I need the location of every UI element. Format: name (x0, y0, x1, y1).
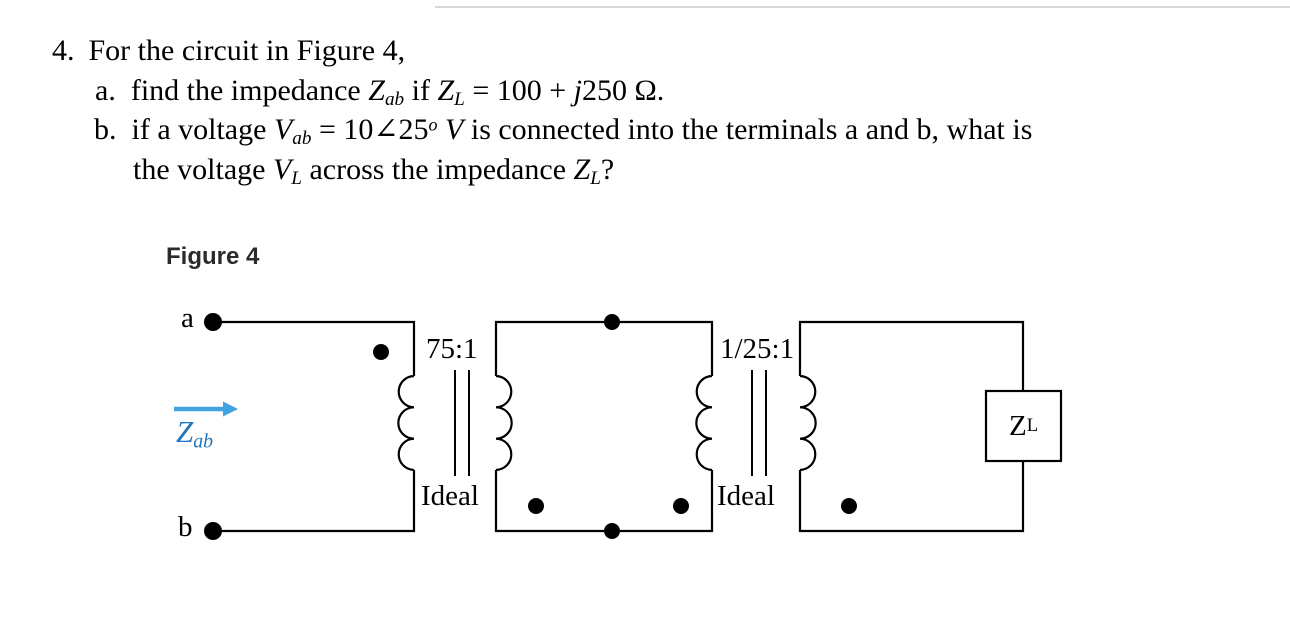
math-sub: L (590, 168, 601, 190)
seg: = 10∠25 (311, 113, 429, 146)
wire-right-bottom (798, 461, 1025, 533)
math-sub: L (454, 89, 465, 111)
t1-ratio-label: 75:1 (426, 333, 478, 365)
zab-direction-arrow (174, 401, 238, 417)
problem-part-b: b. if a voltage Vab = 10∠25o V is connect… (94, 112, 1032, 150)
polarity-dot-t1-primary (373, 344, 389, 360)
seg: find the impedance (130, 74, 369, 107)
math-var-zab: Z (368, 74, 385, 107)
t2-secondary-coil (799, 374, 817, 472)
t2-ratio-label: 1/25:1 (720, 333, 795, 365)
seg: if a voltage (131, 113, 274, 146)
seg: = 100 + (464, 74, 574, 107)
seg: 250 Ω. (582, 74, 665, 107)
polarity-dots (373, 314, 857, 539)
polarity-dot-t2-secondary (841, 498, 857, 514)
polarity-dot-t1-secondary (528, 498, 544, 514)
math-unit-volts: V (445, 113, 464, 146)
circuit-wires (213, 320, 1025, 533)
part-b-label: b. (94, 113, 117, 146)
wire-input-top (213, 320, 416, 376)
math-sub: ab (384, 89, 405, 111)
transformer-1 (397, 370, 513, 476)
seg: across the impedance (301, 153, 574, 186)
terminal-a-label: a (181, 302, 194, 334)
problem-line-intro: 4. For the circuit in Figure 4, (52, 33, 405, 69)
terminal-a-dot (204, 313, 222, 331)
zl-sub: L (1026, 415, 1039, 436)
degree-superscript: o (428, 114, 438, 135)
wire-input-bottom (213, 470, 416, 533)
terminal-b-dot (204, 522, 222, 540)
t2-ideal-label: Ideal (717, 480, 775, 512)
zab-impedance-label: Zab (176, 414, 214, 453)
problem-part-a: a.find the impedance Zab if ZL = 100 + j… (95, 73, 664, 111)
zab-sub: ab (193, 430, 214, 453)
problem-part-b-line2: the voltage VL across the impedance ZL? (133, 152, 614, 190)
math-var-j: j (573, 74, 582, 107)
polarity-dot-t2-primary (673, 498, 689, 514)
problem-number: 4. (52, 34, 75, 67)
part-a-label: a. (95, 74, 116, 107)
t1-ideal-label: Ideal (421, 480, 479, 512)
node-dot-middle-top (604, 314, 620, 330)
seg: the voltage (133, 153, 273, 186)
t1-primary-coil (397, 374, 415, 472)
wire-right-top (798, 320, 1025, 391)
seg: if (404, 74, 438, 107)
figure-title: Figure 4 (166, 243, 260, 270)
node-dot-middle-bottom (604, 523, 620, 539)
math-var-vab: V (273, 113, 293, 146)
seg: is connected into the terminals a and b,… (463, 113, 1033, 146)
transformer-2 (695, 370, 817, 476)
math-var-vl: V (272, 153, 292, 186)
terminal-dots (204, 313, 222, 540)
page-top-rule (435, 6, 1290, 8)
problem-intro: For the circuit in Figure 4, (88, 34, 406, 67)
t2-primary-coil (695, 374, 713, 472)
wire-middle-top (494, 320, 714, 376)
math-sub: ab (292, 128, 312, 150)
zab-main: Z (176, 414, 194, 449)
zl-main: Z (1008, 409, 1027, 442)
load-box (984, 389, 1063, 463)
math-var-zl: Z (573, 153, 591, 186)
math-var-zl: Z (437, 74, 455, 107)
t1-secondary-coil (495, 374, 513, 472)
terminal-b-label: b (178, 511, 193, 543)
math-sub: L (291, 168, 302, 190)
zab-arrow-head (223, 401, 238, 417)
seg: ? (600, 153, 615, 186)
